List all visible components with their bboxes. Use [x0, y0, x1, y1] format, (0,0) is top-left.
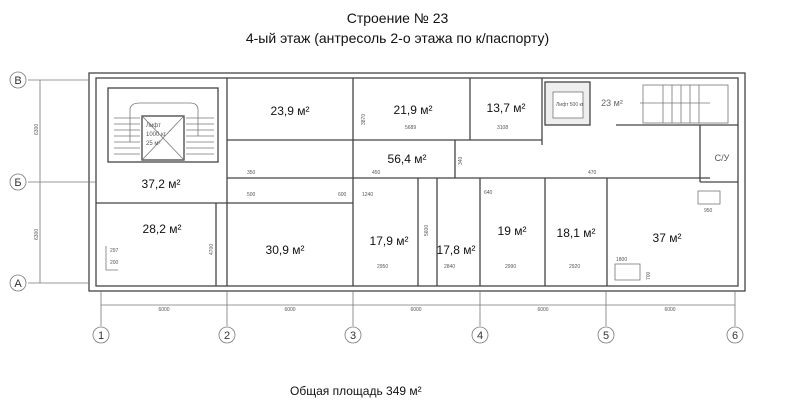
total-area: Общая площадь 349 м² [290, 384, 422, 398]
label: 3 [350, 330, 356, 342]
fixture [697, 190, 721, 205]
label: 4700 [209, 244, 215, 255]
room-area: 17,9 м² [370, 234, 409, 248]
label: 470 [588, 170, 597, 176]
label: 700 [646, 271, 652, 280]
lift-shaft-left: Лифт 1000 кг 25 м² [141, 115, 185, 161]
label: В [14, 75, 21, 87]
label: 297 [110, 248, 119, 254]
row-axes: В Б А 6300 6300 [9, 71, 96, 292]
interior-walls [96, 78, 738, 286]
label: 3108 [497, 125, 508, 131]
label: 500 [247, 192, 256, 198]
room-label-wc: С/У [715, 153, 730, 163]
label: 5 [603, 330, 609, 342]
label: 6 [732, 330, 738, 342]
stair-right [640, 84, 729, 124]
fixture [105, 246, 118, 271]
label: А [14, 278, 22, 290]
label: Б [14, 177, 21, 189]
label: 6000 [410, 307, 421, 313]
label: 6000 [537, 307, 548, 313]
room-area: 37 м² [653, 231, 682, 245]
label: 350 [247, 170, 256, 176]
label: 200 [110, 260, 119, 266]
room-area: 28,2 м² [143, 222, 182, 236]
plan-subtitle: 4-ый этаж (антресоль 2-о этажа по к/пасп… [245, 30, 550, 46]
room-area: 18,1 м² [557, 226, 596, 240]
label: 2 [224, 330, 230, 342]
label: Лифт [146, 123, 161, 129]
lift-shaft-right: Лифт 500 кг [544, 81, 591, 126]
label: 2840 [444, 264, 455, 270]
label: 5600 [424, 225, 430, 236]
fixture [614, 263, 641, 281]
room-area: 21,9 м² [394, 103, 433, 117]
room-area: 56,4 м² [388, 152, 427, 166]
label: 950 [704, 208, 713, 214]
label: Лифт 500 кг [556, 102, 584, 108]
plan-title: Строение № 23 [346, 10, 449, 26]
room-area: 17,8 м² [437, 243, 476, 257]
label: 6300 [34, 229, 40, 240]
label: 1240 [362, 192, 373, 198]
label: 1 [98, 330, 104, 342]
label: 1800 [616, 257, 627, 263]
room-area: 23,9 м² [271, 104, 310, 118]
label: 2990 [505, 264, 516, 270]
label: 1000 кг [146, 132, 167, 138]
label: 6000 [284, 307, 295, 313]
label: 2920 [569, 264, 580, 270]
label: 6300 [34, 124, 40, 135]
dimension-labels: 3870 5689 3108 350 500 600 1240 450 340 … [110, 114, 713, 280]
label: 25 м² [146, 141, 160, 147]
stair-left [107, 87, 219, 163]
label: 4 [477, 330, 483, 342]
label: 6000 [664, 307, 675, 313]
label: 450 [372, 170, 381, 176]
label: 5689 [405, 125, 416, 131]
room-area: 30,9 м² [266, 243, 305, 257]
label: 3870 [361, 114, 367, 125]
label: 640 [484, 190, 493, 196]
room-area: 13,7 м² [487, 101, 526, 115]
room-area: 23 м² [601, 98, 623, 108]
column-axes: 1 2 3 4 5 6 6000 6000 6000 6000 6000 [92, 291, 744, 344]
label: 600 [338, 192, 347, 198]
label: 340 [458, 156, 464, 165]
label: 2950 [377, 264, 388, 270]
room-area: 37,2 м² [142, 177, 181, 191]
room-area: 19 м² [498, 224, 527, 238]
label: 6000 [158, 307, 169, 313]
